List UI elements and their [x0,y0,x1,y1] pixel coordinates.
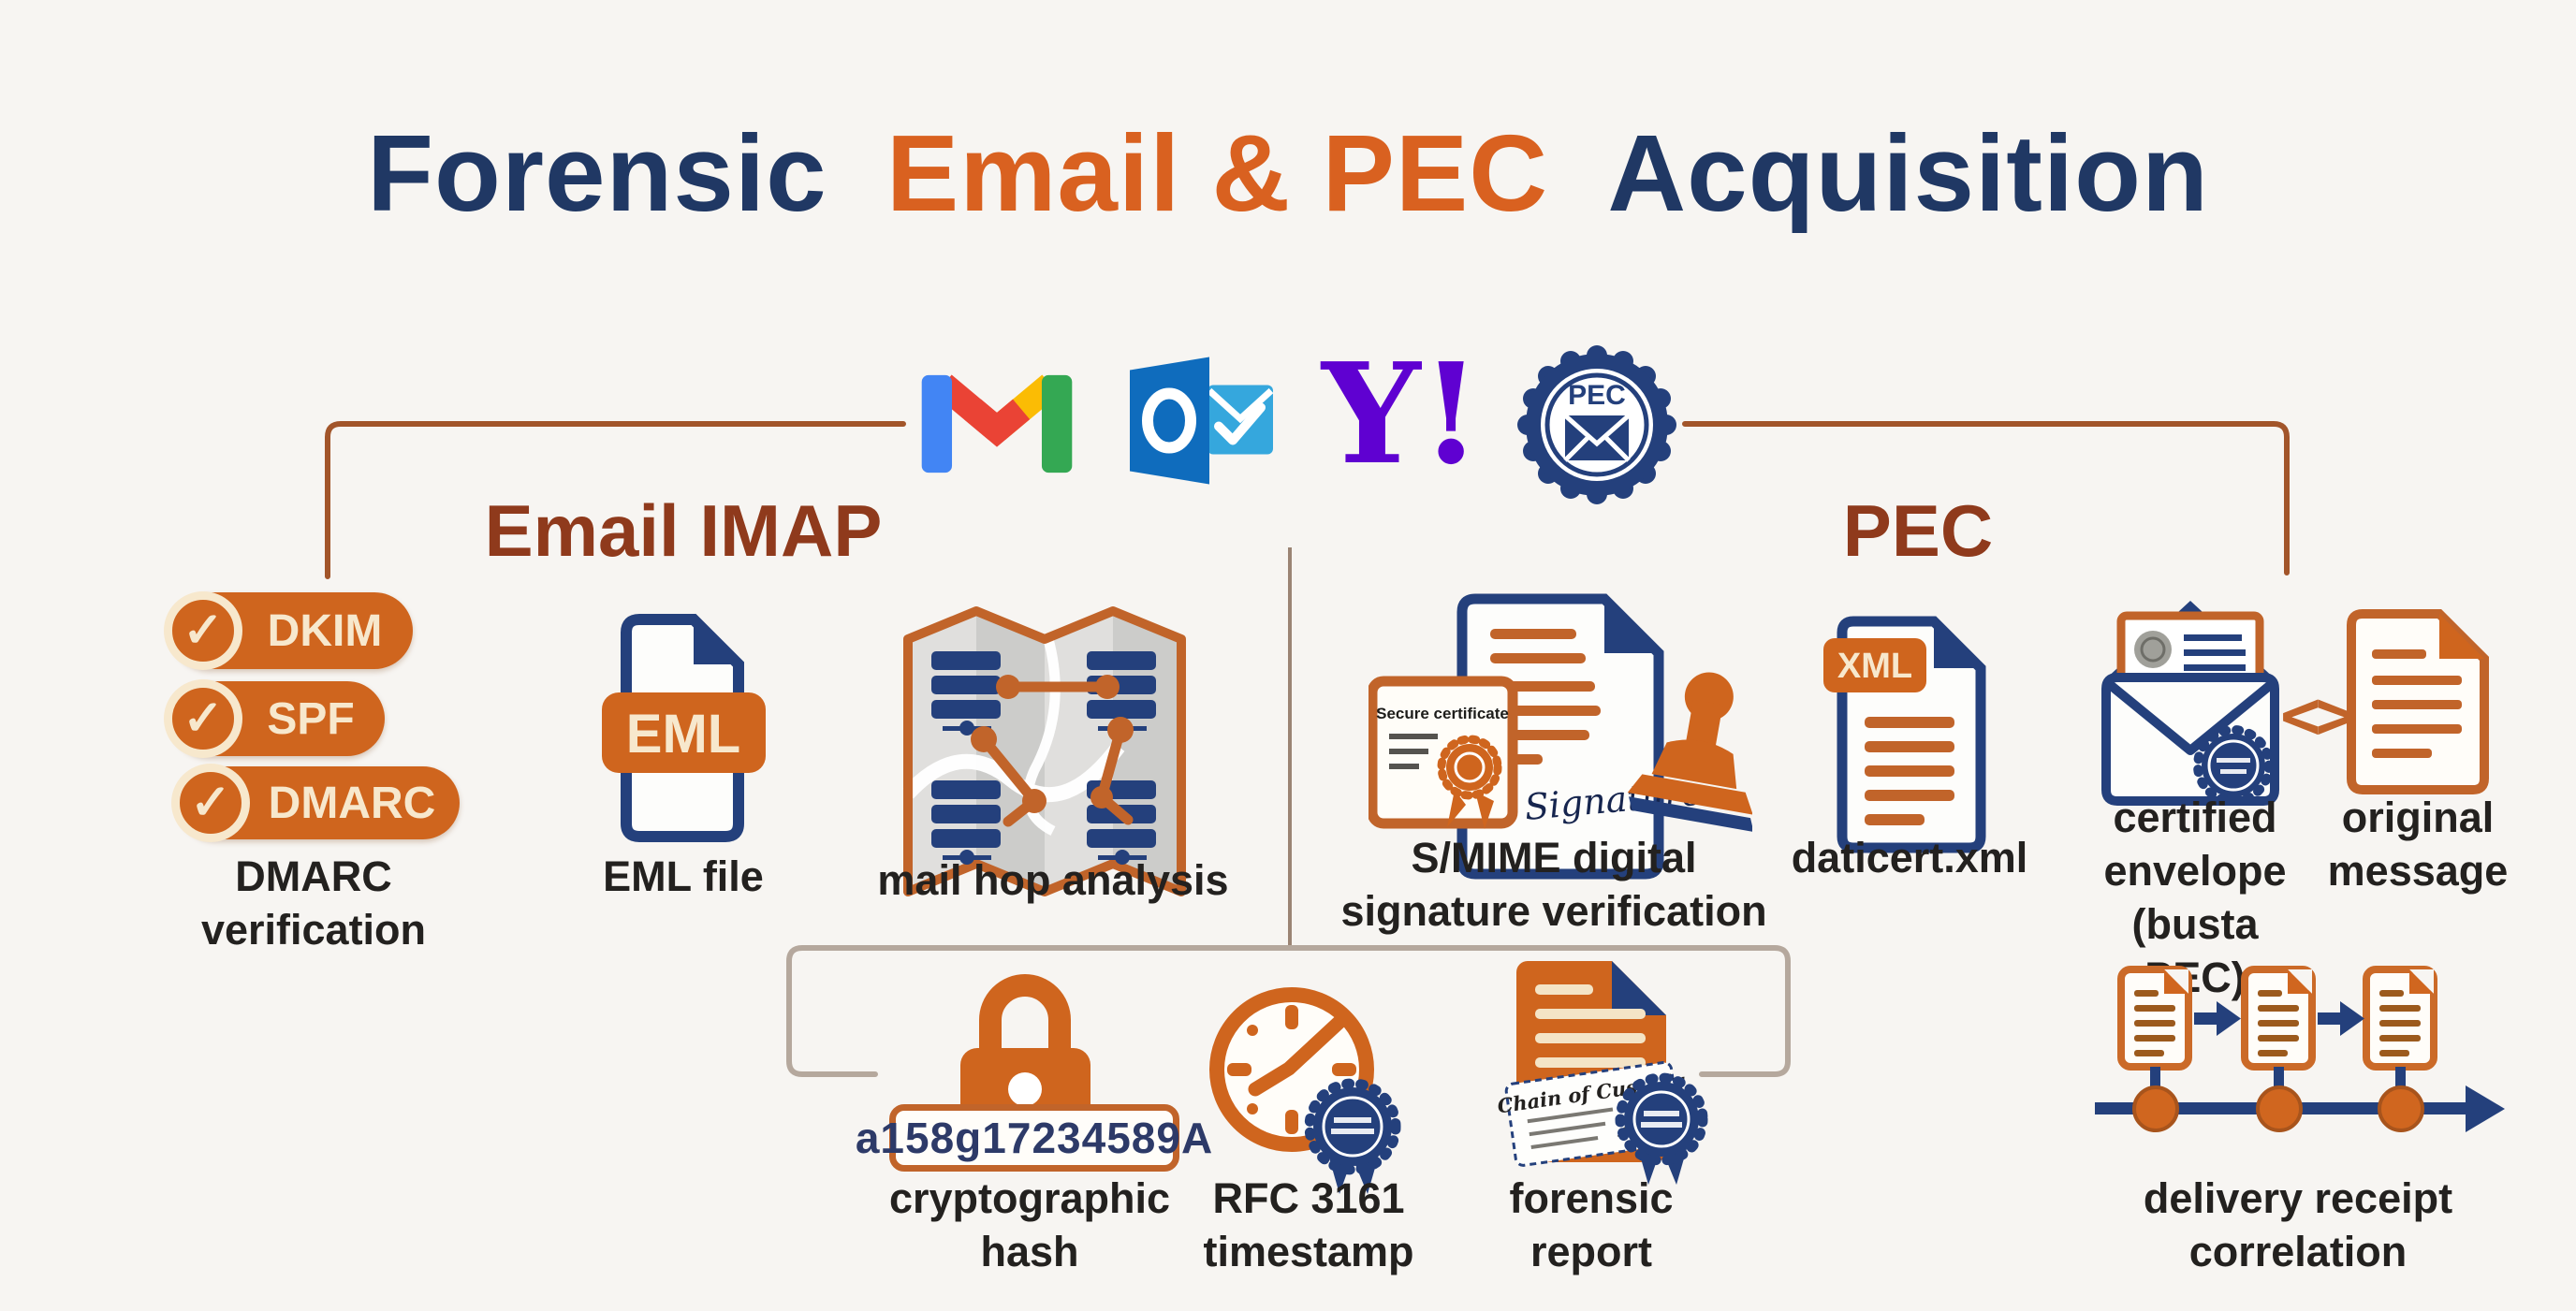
receipt-doc-icon [2117,966,2192,1071]
daticert-caption: daticert.xml [1791,834,2028,881]
receipt-doc-icon [2241,966,2316,1071]
auth-badges-group: ✓ DKIM ✓ SPF ✓ DMARC [164,591,471,845]
bottom-bracket-line [786,945,1791,1077]
mail-hop-map-icon [902,606,1186,896]
yahoo-logo-icon: Y! [1322,332,1482,495]
spf-badge-label: SPF [267,693,355,744]
timestamp-award-badge [1304,1078,1401,1194]
mail-hop-caption: mail hop analysis [877,856,1229,904]
cryptographic-hash-caption: cryptographic hash [888,1174,1171,1276]
pec-badge-label: PEC [1568,380,1626,411]
forensic-report-icon: Chain of Custody [1496,961,1708,1185]
title-acquisition: Acquisition [1607,112,2209,234]
secure-certificate-label: Secure certificate [1376,705,1509,722]
original-message-icon [2347,609,2489,794]
title-email-pec: Email & PEC [886,112,1549,234]
check-icon: ✓ [164,591,242,670]
heading-email-imap: Email IMAP [484,489,883,572]
smime-signature-icon: Signature Secure certificate [1368,593,1752,880]
receipt-doc-icon [2363,966,2437,1071]
original-message-caption: original message [2327,794,2509,896]
xml-badge-label: XML [1837,647,1912,686]
envelope-seal-icon [2193,725,2274,806]
certified-envelope-icon [2101,601,2279,806]
secure-certificate-card: Secure certificate [1368,676,1518,829]
certified-envelope-caption: certified envelope (busta PEC) [2103,794,2287,1002]
title-forensic: Forensic [367,112,827,234]
pec-badge-icon: PEC [1517,345,1676,504]
forensic-report-caption: forensic report [1509,1174,1674,1276]
dmarc-badge-label: DMARC [268,778,436,828]
delivery-receipt-timeline-icon [2095,966,2505,1132]
page-title: Forensic Email & PEC Acquisition [0,110,2576,236]
eml-file-caption: EML file [603,852,764,900]
check-icon: ✓ [171,764,250,842]
heading-pec: PEC [1842,489,1994,572]
dmarc-verification-caption: DMARC verification [200,852,427,954]
eml-badge-label: EML [626,704,740,765]
timestamp-caption: RFC 3161 timestamp [1203,1174,1414,1276]
spf-badge: ✓ SPF [164,679,385,758]
dmarc-badge: ✓ DMARC [171,764,460,842]
check-icon: ✓ [164,679,242,758]
right-bracket-line [1682,421,2290,575]
dkim-badge-label: DKIM [267,605,383,656]
timestamp-clock-icon [1209,987,1401,1194]
dkim-badge: ✓ DKIM [164,591,413,670]
outlook-logo-icon [1130,357,1274,485]
gmail-logo-icon [921,374,1073,473]
eml-file-icon: EML [602,614,766,842]
rubber-stamp-icon [1627,672,1752,832]
daticert-xml-icon: XML [1823,616,1986,853]
compare-symbol: <> [2280,676,2356,754]
hash-value-box: a158g17234589A [856,1104,1212,1172]
report-award-badge [1615,1072,1708,1185]
smime-caption: S/MIME digital signature verification [1340,834,1767,936]
left-bracket-line [325,421,906,579]
hash-value: a158g17234589A [855,1114,1214,1162]
delivery-receipt-caption: delivery receipt correlation [2143,1174,2453,1276]
